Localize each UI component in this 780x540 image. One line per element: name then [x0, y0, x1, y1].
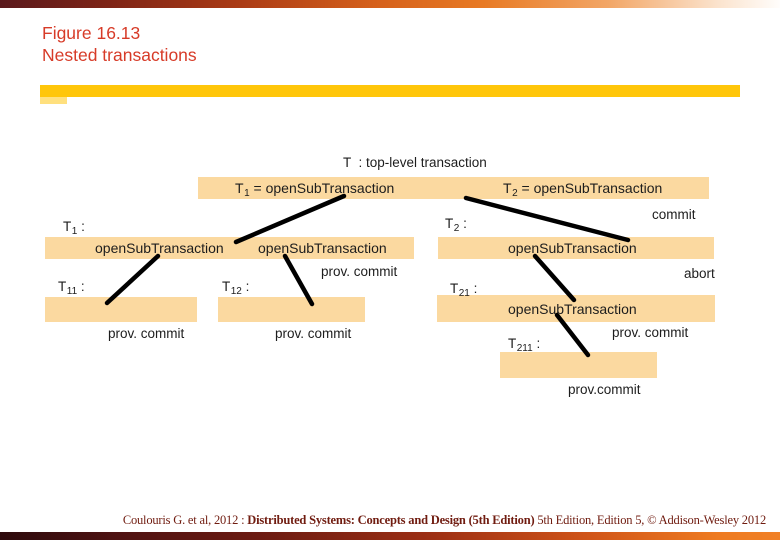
label-base: T: [450, 281, 459, 296]
label-base: T: [508, 336, 517, 351]
label-colon: :: [77, 279, 85, 294]
label-base: T: [235, 180, 244, 196]
label-subscript: 21: [458, 288, 470, 299]
t2-open-subtransaction-call: T2 = openSubTransaction: [503, 180, 663, 199]
connector-line: [532, 253, 577, 303]
label-subscript: 1: [71, 226, 78, 237]
t1-outcome-annotation: prov. commit: [321, 264, 398, 279]
gold-divider-bar: [40, 85, 740, 97]
label-base: T: [503, 180, 512, 196]
citation-footer: Coulouris G. et al, 2012 : Distributed S…: [123, 513, 766, 528]
t12-open-subtransaction-call: openSubTransaction: [258, 240, 387, 256]
t12-outcome-annotation: prov. commit: [275, 326, 352, 341]
figure-number: Figure 16.13: [42, 23, 141, 43]
transaction-T12-execution-box: [218, 297, 365, 322]
t211-open-subtransaction-call: openSubTransaction: [508, 300, 637, 317]
label-base: T: [63, 219, 72, 234]
citation-suffix: 5th Edition, Edition 5, © Addison-Wesley…: [534, 513, 766, 527]
transaction-T11-execution-box: [45, 297, 197, 322]
t2-outcome-annotation: abort: [684, 266, 715, 281]
t2-commit-annotation: commit: [652, 207, 696, 222]
transaction-T21-execution-box: openSubTransaction: [437, 295, 715, 322]
label-subscript: 2: [453, 223, 460, 234]
top-gradient-bar: [0, 0, 780, 8]
t11-outcome-annotation: prov. commit: [108, 326, 185, 341]
label-colon: :: [469, 281, 478, 296]
t11-label: T11 :: [58, 279, 85, 297]
label-base: T: [222, 279, 231, 294]
figure-name: Nested transactions: [42, 45, 197, 65]
label-subscript: 12: [230, 286, 242, 297]
label-base: T: [58, 279, 67, 294]
slide-title: Figure 16.13 Nested transactions: [42, 22, 197, 66]
label-colon: :: [241, 279, 250, 294]
label-subscript: 211: [516, 343, 533, 354]
top-level-transaction-caption: T : top-level transaction: [343, 155, 487, 170]
gold-divider-tab: [40, 97, 67, 104]
label-subscript: 1: [244, 188, 250, 199]
citation-book-title: Distributed Systems: Concepts and Design…: [247, 513, 535, 527]
label-subscript: 2: [512, 188, 518, 199]
t12-label: T12 :: [222, 279, 250, 297]
connector-line: [233, 193, 347, 245]
label-suffix: = openSubTransaction: [249, 180, 395, 196]
label-colon: :: [459, 216, 467, 231]
transaction-T-execution-box: T1 = openSubTransaction T2 = openSubTran…: [198, 177, 709, 199]
label-colon: :: [77, 219, 85, 234]
transaction-T1-execution-box: openSubTransaction openSubTransaction: [45, 237, 414, 259]
t21-outcome-annotation: prov. commit: [612, 325, 689, 340]
transaction-T2-execution-box: openSubTransaction: [438, 237, 714, 259]
t21-label: T21 :: [450, 281, 478, 299]
citation-prefix: Coulouris G. et al, 2012 :: [122, 513, 248, 527]
t211-label: T211 :: [508, 336, 541, 354]
t211-outcome-annotation: prov.commit: [568, 382, 641, 397]
label-subscript: 11: [66, 286, 78, 297]
t1-label: T1 :: [63, 219, 85, 237]
bottom-gradient-bar: [0, 532, 780, 540]
label-base: T: [445, 216, 454, 231]
label-colon: :: [532, 336, 541, 351]
transaction-T211-execution-box: [500, 352, 657, 378]
t21-open-subtransaction-call: openSubTransaction: [508, 240, 637, 256]
t1-open-subtransaction-call: T1 = openSubTransaction: [235, 180, 395, 199]
t2-label: T2 :: [445, 216, 467, 234]
connector-line: [463, 195, 631, 243]
connector-line: [104, 253, 161, 306]
t11-open-subtransaction-call: openSubTransaction: [95, 240, 224, 256]
label-suffix: = openSubTransaction: [517, 180, 663, 196]
